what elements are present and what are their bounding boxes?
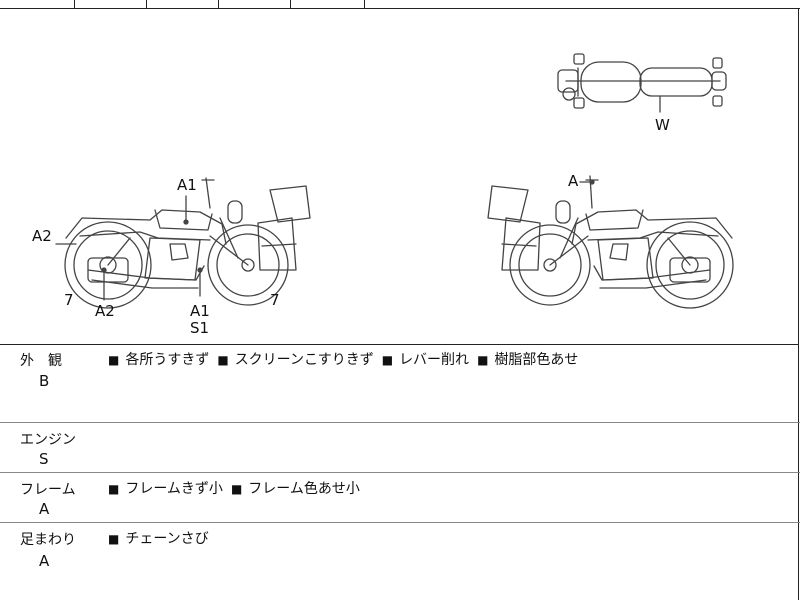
header-cell — [146, 0, 219, 8]
note-item: スクリーンこすりきず — [234, 352, 374, 368]
section-suspension: 足まわり A ■ チェーンさび — [0, 523, 799, 600]
section-grade: S — [39, 450, 49, 468]
label-s1-bottom: S1 — [190, 319, 210, 337]
label-a1-top: A1 — [177, 176, 197, 194]
note-bullet: ■ — [108, 532, 120, 546]
section-grade: A — [39, 500, 50, 518]
label-a1-bottom: A1 — [190, 302, 210, 320]
motorcycle-diagram-svg — [55, 53, 734, 309]
section-grade: A — [39, 552, 50, 570]
header-cell — [218, 0, 291, 8]
note-bullet: ■ — [108, 482, 120, 496]
note-item: 樹脂部色あせ — [494, 352, 579, 368]
note-item: チェーンさび — [125, 531, 209, 547]
top-view-motorcycle — [557, 53, 727, 113]
label-a2-bottom: A2 — [95, 302, 115, 320]
note-item: レバー削れ — [399, 352, 470, 368]
note-bullet: ■ — [477, 353, 489, 367]
header-cell — [74, 0, 147, 8]
section-category: 外 観 — [20, 353, 62, 369]
section-engine: エンジン S — [0, 423, 799, 472]
label-7-right: 7 — [270, 291, 280, 309]
section-notes: ■ 各所うすきず ■ スクリーンこすりきず ■ レバー削れ ■ 樹脂部色あせ — [108, 349, 586, 369]
damage-diagram: W A1 A2 7 A2 A1 S1 7 A — [0, 8, 799, 345]
section-notes: ■ チェーンさび — [108, 528, 217, 548]
section-category: フレーム — [20, 482, 76, 498]
note-bullet: ■ — [381, 353, 394, 367]
section-grade: B — [39, 372, 50, 390]
header-cell — [290, 0, 365, 8]
header-table-strip — [0, 0, 800, 9]
note-item: フレームきず小 — [125, 481, 223, 497]
divider — [0, 472, 800, 473]
section-frame: フレーム A ■ フレームきず小 ■ フレーム色あせ小 — [0, 473, 799, 522]
section-notes: ■ フレームきず小 ■ フレーム色あせ小 — [108, 478, 368, 498]
section-category: 足まわり — [20, 532, 76, 548]
label-a2-left: A2 — [32, 227, 52, 245]
left-side-motorcycle — [55, 177, 311, 309]
right-side-motorcycle — [487, 175, 734, 309]
header-cell — [0, 0, 75, 8]
note-bullet: ■ — [108, 353, 120, 367]
note-item: フレーム色あせ小 — [248, 481, 360, 497]
label-w: W — [655, 116, 670, 134]
note-item: 各所うすきず — [125, 352, 210, 368]
note-bullet: ■ — [217, 353, 229, 367]
label-7-left: 7 — [64, 291, 74, 309]
divider — [0, 522, 800, 523]
section-exterior: 外 観 B ■ 各所うすきず ■ スクリーンこすりきず ■ レバー削れ ■ 樹脂部色あせ — [0, 344, 799, 422]
label-a-right: A — [568, 172, 579, 190]
divider — [0, 422, 800, 423]
note-bullet: ■ — [230, 482, 243, 496]
section-category: エンジン — [20, 432, 76, 448]
